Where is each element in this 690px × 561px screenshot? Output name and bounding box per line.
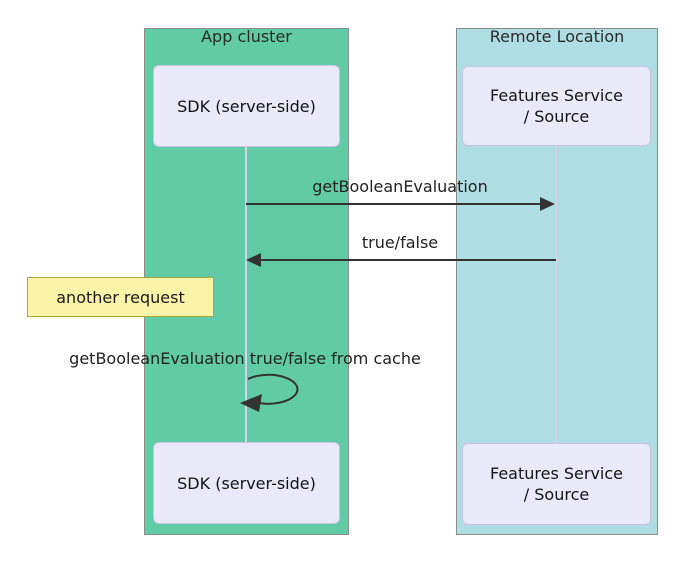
actor-features-bottom-label-line2: / Source	[523, 485, 590, 504]
actor-sdk-top: SDK (server-side)	[153, 65, 340, 147]
actor-sdk-bottom-label: SDK (server-side)	[177, 473, 316, 493]
actor-sdk-bottom: SDK (server-side)	[153, 442, 340, 524]
lifeline-sdk	[245, 147, 247, 442]
message-label-get-boolean-evaluation: getBooleanEvaluation	[312, 177, 488, 196]
lifeline-features-service	[555, 146, 557, 443]
message-label-from-cache: getBooleanEvaluation true/false from cac…	[69, 349, 421, 368]
remote-location-label: Remote Location	[489, 27, 625, 46]
app-cluster-label: App cluster	[201, 27, 292, 46]
note-label: another request	[56, 287, 185, 307]
actor-features-top-label-line1: Features Service	[489, 86, 623, 105]
message-label-true-false: true/false	[361, 233, 439, 252]
note-another-request: another request	[27, 277, 214, 317]
actor-features-bottom-label-line1: Features Service	[489, 464, 623, 483]
actor-features-top-label-line2: / Source	[523, 107, 590, 126]
actor-features-service-top: Features Service / Source	[462, 66, 651, 146]
actor-sdk-top-label: SDK (server-side)	[177, 96, 316, 116]
actor-features-service-bottom: Features Service / Source	[462, 443, 651, 525]
